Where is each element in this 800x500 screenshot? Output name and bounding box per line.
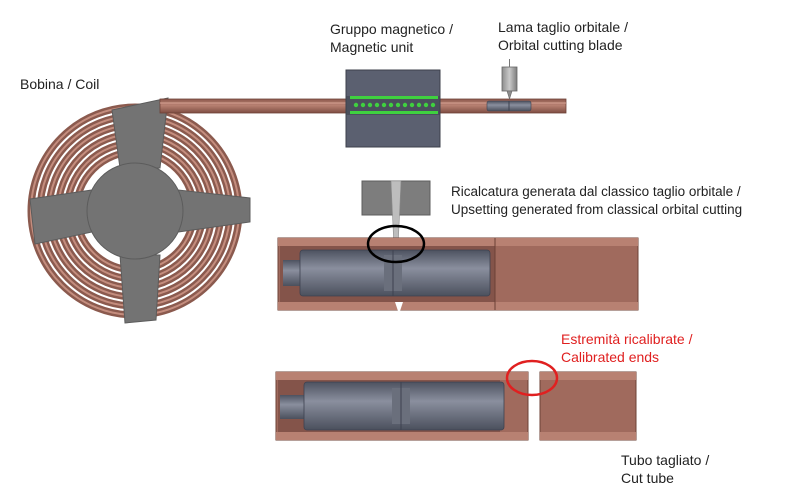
orbital-blade-small — [501, 59, 518, 101]
blade-large — [361, 180, 431, 249]
calibrated-ends-label-line2: Calibrated ends — [561, 349, 660, 365]
upsetting-label: Ricalcatura generata dal classico taglio… — [451, 183, 742, 219]
top-mandrel — [486, 100, 532, 112]
coil-spool — [29, 97, 251, 324]
coil-label: Bobina / Coil — [20, 75, 99, 93]
calibrated-ends-highlight — [505, 359, 559, 397]
cut-tube-label-line1: Tubo tagliato / — [621, 452, 710, 468]
upsetting-highlight — [366, 224, 426, 264]
blade-label-line2: Orbital cutting blade — [498, 37, 623, 53]
magnetic-unit-label-line2: Magnetic unit — [330, 39, 414, 55]
cut-tube-right — [539, 371, 637, 441]
magnet-teeth — [350, 96, 438, 114]
magnetic-unit-label-line1: Gruppo magnetico / — [330, 21, 453, 37]
coil — [27, 97, 251, 324]
blade-label: Lama taglio orbitale / Orbital cutting b… — [498, 18, 628, 54]
coil-label-text: Bobina / Coil — [20, 76, 100, 92]
magnet-coils — [353, 102, 436, 108]
cut-tube-label-line2: Cut tube — [621, 470, 674, 486]
magnetic-unit — [345, 69, 441, 148]
upset-mandrel — [283, 249, 491, 297]
upsetting-label-line1: Ricalcatura generata dal classico taglio… — [451, 184, 741, 199]
upsetting-label-line2: Upsetting generated from classical orbit… — [451, 202, 743, 217]
calibrated-ends-label-line1: Estremità ricalibrate / — [561, 331, 693, 347]
magnetic-unit-label: Gruppo magnetico / Magnetic unit — [330, 20, 453, 56]
calibrated-ends-label: Estremità ricalibrate / Calibrated ends — [561, 330, 692, 366]
blade-label-line1: Lama taglio orbitale / — [498, 19, 628, 35]
cut-tube-label: Tubo tagliato / Cut tube — [621, 451, 709, 487]
cut-mandrel — [280, 381, 505, 431]
